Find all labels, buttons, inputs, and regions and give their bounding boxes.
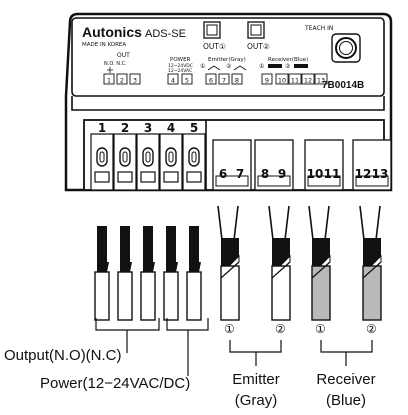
terminal-4: 4 [159, 121, 183, 191]
face-box-13: 13 [314, 73, 328, 85]
terminal-label: 6 [219, 167, 227, 181]
teach-in-label: TEACH IN [304, 25, 333, 32]
part-number: 7B0014B [322, 80, 364, 91]
face-box-label: 3 [133, 77, 137, 85]
emitter-ch1-mark: ① [200, 63, 205, 70]
face-box-8: 8 [231, 73, 243, 85]
face-box-label: 9 [265, 77, 269, 85]
face-box-11: 11 [288, 73, 302, 85]
terminal-label: 9 [278, 167, 286, 181]
terminal-3: 3 [136, 121, 160, 191]
receiver-lead-2: ② [366, 322, 377, 336]
out1-label: OUT① [203, 42, 226, 51]
face-box-label: 13 [317, 77, 325, 85]
face-box-label: 8 [235, 77, 239, 85]
terminal-label: 5 [190, 121, 198, 135]
terminal-label: 4 [167, 121, 175, 135]
face-box-label: 11 [291, 77, 299, 85]
no-nc-label: N.O. N.C. [104, 61, 127, 67]
out-group-label: OUT [117, 52, 130, 59]
emitter-lead-1: ① [224, 322, 235, 336]
wire-3 [140, 226, 156, 321]
face-box-9: 9 [261, 73, 273, 85]
wire-group [94, 205, 382, 321]
terminal-label: 2 [121, 121, 129, 135]
receiver-label: Receiver [316, 371, 375, 388]
brand-logo: Autonics [82, 24, 142, 40]
face-box-4: 4 [167, 73, 179, 85]
power-title-label: POWER [170, 57, 191, 63]
face-box-7: 7 [218, 73, 230, 85]
terminal-label: 8 [261, 167, 269, 181]
face-box-label: 10 [278, 77, 286, 85]
face-box-12: 12 [301, 73, 315, 85]
wire-4 [163, 226, 179, 321]
face-box-label: 1 [107, 77, 111, 85]
wire-2 [117, 226, 133, 321]
emitter-header-label: Emitter(Gray) [208, 57, 246, 63]
made-in-label: MADE IN KOREA [82, 42, 126, 48]
receiver-color-label: (Blue) [326, 392, 366, 409]
emitter-lead-2: ② [275, 322, 286, 336]
power-ac-label: 12~24VAC [168, 68, 192, 74]
terminal-5: 5 [182, 121, 206, 191]
face-box-3: 3 [129, 73, 141, 85]
out1-indicator [203, 21, 221, 39]
face-box-label: 6 [209, 77, 213, 85]
terminal-2: 2 [113, 121, 137, 191]
terminal-label: 3 [144, 121, 152, 135]
terminal-label: 13 [372, 167, 389, 181]
terminal-1: 1 [90, 121, 114, 191]
face-box-label: 2 [120, 77, 124, 85]
face-box-6: 6 [205, 73, 217, 85]
power-label: Power(12−24VAC/DC) [40, 375, 190, 392]
face-box-label: 12 [304, 77, 312, 85]
wire-emitter-2 [268, 205, 291, 321]
output-bracket [95, 318, 160, 353]
face-box-label: 5 [185, 77, 189, 85]
emitter-ch2-mark: ② [226, 63, 232, 70]
receiver-bracket [320, 340, 373, 366]
terminal-label: 11 [324, 167, 341, 181]
receiver-header-label: Receiver(Blue) [268, 57, 308, 63]
terminal-label: 10 [307, 167, 324, 181]
model-label: ADS-SE [145, 28, 186, 40]
receiver-ch2-mark: ② [285, 63, 291, 70]
face-box-10: 10 [275, 73, 289, 85]
power-dc-label: 12~24VDC [168, 63, 193, 69]
power-bracket [166, 318, 209, 376]
out2-indicator [247, 21, 265, 39]
wire-receiver-2 [359, 205, 382, 321]
face-box-1: 1 [103, 73, 115, 85]
wire-emitter-1 [217, 205, 240, 321]
wire-receiver-1 [308, 205, 331, 321]
face-box-5: 5 [181, 73, 193, 85]
terminal-label: 1 [98, 121, 106, 135]
emitter-color-label: (Gray) [235, 392, 278, 409]
terminal-label: 12 [355, 167, 372, 181]
teach-in-button[interactable] [331, 33, 361, 63]
out2-label: OUT② [247, 42, 270, 51]
terminal-label: 7 [236, 167, 244, 181]
face-box-2: 2 [116, 73, 128, 85]
receiver-ch1-mark: ① [259, 63, 264, 70]
emitter-label: Emitter [232, 371, 280, 388]
wire-1 [94, 226, 110, 321]
emitter-bracket [229, 340, 282, 366]
face-box-label: 7 [222, 77, 226, 85]
face-box-label: 4 [171, 77, 175, 85]
wire-5 [186, 226, 202, 321]
receiver-lead-1: ① [315, 322, 326, 336]
output-label: Output(N.O)(N.C) [4, 347, 122, 364]
